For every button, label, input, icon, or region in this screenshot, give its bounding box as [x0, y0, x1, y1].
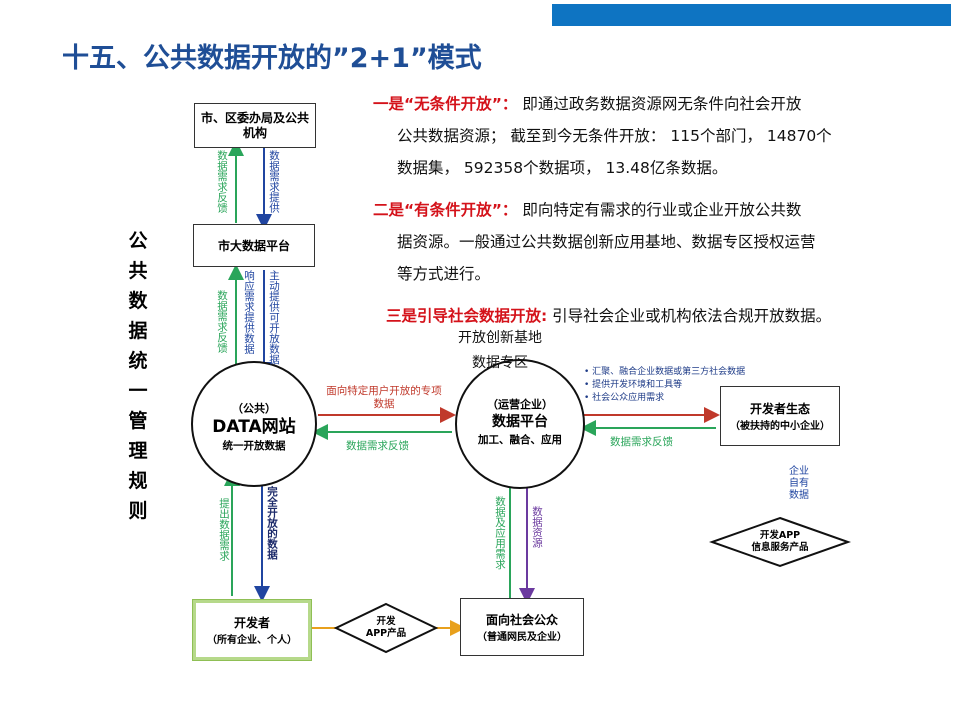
developer-sublabel: （所有企业、个人）: [207, 635, 297, 646]
label-operator-to-site: 数据需求反馈: [346, 440, 409, 452]
site-sub-label: 统一开放数据: [222, 440, 286, 452]
diamond-service-text: 开发APP 信息服务产品: [730, 530, 830, 554]
diamond-app: [333, 602, 439, 654]
enterprise-own-line: 自有: [789, 478, 809, 489]
label-eco-to-operator: 数据需求反馈: [610, 436, 673, 448]
vertical-char: 一: [128, 380, 148, 402]
diamond-service-line: 信息服务产品: [751, 542, 809, 553]
point-line: 公共数据资源； 截至到今无条件开放： 115个部门， 14870个: [397, 127, 832, 145]
site-top-label: （公共）: [232, 402, 276, 415]
point-1: 一是“无条件开放”： 即通过政务数据资源网无条件向社会开放 公共数据资源； 截至…: [373, 88, 832, 184]
point-heading: 三是引导社会数据开放:: [386, 307, 548, 325]
label-dev-down: 完全开放的数据: [266, 486, 278, 560]
bullet-item: 汇聚、融合企业数据或第三方社会数据: [592, 367, 746, 377]
point-line: 数据集， 592358个数据项， 13.48亿条数据。: [397, 159, 728, 177]
operator-top-label: （运营企业）: [487, 398, 553, 411]
vertical-label: 公 共 数 据 统 一 管 理 规 则: [123, 226, 153, 526]
developer-box: 开发者 （所有企业、个人）: [192, 599, 312, 661]
label-site-to-operator: 面向特定用户开放的专项数据: [326, 385, 442, 410]
vertical-char: 据: [128, 320, 148, 342]
site-text: （公共） DATA网站 统一开放数据: [194, 400, 314, 453]
developer-label: 开发者: [233, 616, 270, 630]
bullet-item: 提供开发环境和工具等: [592, 380, 683, 390]
site-main-label: DATA网站: [212, 417, 296, 437]
point-line: 即通过政务数据资源网无条件向社会开放: [522, 95, 802, 113]
vertical-char: 公: [128, 230, 148, 252]
diamond-app-line: 开发: [376, 616, 396, 627]
label-innovation-base: 开放创新基地: [458, 330, 542, 346]
operator-sub-label: 加工、融合、应用: [478, 434, 562, 446]
accent-bar: [552, 4, 951, 26]
gov-box: 市、区委办局及公共机构: [194, 103, 316, 148]
gov-label: 市、区委办局及公共机构: [201, 110, 310, 140]
ecosystem-sublabel: （被扶持的中小企业）: [730, 421, 830, 432]
point-line: 即向特定有需求的行业或企业开放公共数: [522, 201, 802, 219]
enterprise-own-line: 数据: [789, 490, 809, 501]
point-line: 引导社会企业或机构依法合规开放数据。: [552, 307, 832, 325]
operator-bullets: • 汇聚、融合企业数据或第三方社会数据 • 提供开发环境和工具等 • 社会公众应…: [584, 367, 746, 403]
diamond-app-line: APP产品: [365, 628, 407, 639]
site-circle: [191, 361, 317, 487]
vertical-char: 数: [128, 290, 148, 312]
label-enterprise-own: 企业 自有 数据: [776, 466, 822, 502]
public-label: 面向社会公众: [485, 613, 558, 627]
point-line: 等方式进行。: [397, 265, 491, 283]
vertical-char: 理: [128, 440, 148, 462]
diamond-service-line: 开发APP: [759, 530, 801, 541]
diamond-app-text: 开发 APP产品: [346, 616, 426, 640]
vertical-char: 统: [128, 350, 148, 372]
point-3: 三是引导社会数据开放: 引导社会企业或机构依法合规开放数据。: [386, 300, 831, 332]
point-line: 据资源。一般通过公共数据创新应用基地、数据专区授权运营: [397, 233, 816, 251]
label-platform-up: 数据需求反馈: [216, 290, 228, 353]
ecosystem-label: 开发者生态: [749, 402, 810, 416]
label-platform-active: 主动提供可开放数据: [268, 270, 280, 365]
vertical-char: 管: [128, 410, 148, 432]
platform-label: 市大数据平台: [217, 239, 290, 253]
operator-circle: [455, 359, 585, 489]
label-dev-up: 提出数据需求: [218, 498, 230, 561]
label-public-up: 数据及应用需求: [494, 496, 506, 570]
label-data-zone: 数据专区: [472, 355, 528, 371]
point-heading: 一是“无条件开放”：: [373, 95, 518, 113]
label-platform-response: 响应需求提供数据: [243, 270, 255, 354]
public-sublabel: （普通网民及企业）: [477, 632, 567, 643]
point-2: 二是“有条件开放”： 即向特定有需求的行业或企业开放公共数 据资源。一般通过公共…: [373, 194, 816, 290]
vertical-char: 共: [128, 260, 148, 282]
bullet-item: 社会公众应用需求: [592, 393, 665, 403]
label-gov-up: 数据需求反馈: [216, 150, 228, 213]
enterprise-own-line: 企业: [789, 466, 809, 477]
slide-title: 十五、公共数据开放的”2+1”模式: [62, 43, 482, 74]
point-heading: 二是“有条件开放”：: [373, 201, 518, 219]
label-operator-down: 数据资源: [531, 506, 543, 548]
public-box: 面向社会公众 （普通网民及企业）: [460, 598, 584, 656]
ecosystem-box: 开发者生态 （被扶持的中小企业）: [720, 386, 840, 446]
operator-main-label: 数据平台: [492, 414, 548, 430]
vertical-char: 则: [128, 500, 148, 522]
diamond-service: [708, 516, 852, 568]
vertical-char: 规: [128, 470, 148, 492]
platform-box: 市大数据平台: [193, 224, 315, 267]
operator-text: （运营企业） 数据平台 加工、融合、应用: [460, 396, 580, 447]
label-gov-down: 数据需求提供: [268, 150, 280, 213]
